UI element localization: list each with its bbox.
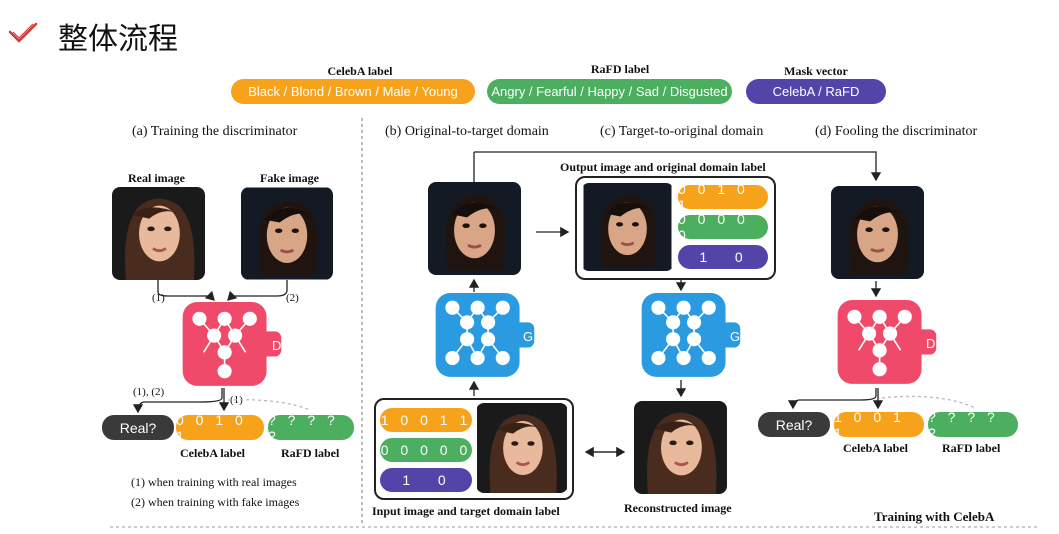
celeba-legend-pill: Black / Blond / Brown / Male / Young [231, 79, 475, 104]
note-fake: (2) when training with fake images [131, 495, 300, 509]
mask-legend-title: Mask vector [784, 64, 848, 78]
mask-legend-pill: CelebA / RaFD [746, 79, 886, 104]
output-frame [575, 176, 776, 280]
rafd-vector-d: ? ? ? ? ? [928, 409, 1018, 441]
checkmark-icon [8, 22, 38, 43]
discriminator-d-label: D [926, 336, 936, 351]
input-frame [374, 398, 574, 500]
input-rafd-vector: 0 0 0 0 0 [380, 438, 472, 462]
arrow-label-2: (2) [286, 292, 299, 304]
rafd-caption-a: RaFD label [281, 446, 340, 460]
page-title: 整体流程 [58, 22, 178, 57]
output-caption: Output image and original domain label [558, 160, 768, 175]
rafd-legend-pill: Angry / Fearful / Happy / Sad / Disguste… [487, 79, 732, 104]
generator-c-label: G [730, 329, 741, 344]
arrow-label-12: (1), (2) [133, 386, 165, 398]
output-mask-vector: 1 0 [678, 245, 768, 269]
generator-b-label: G [523, 329, 534, 344]
note-real: (1) when training with real images [131, 475, 297, 489]
real-question-a: Real? [102, 415, 174, 440]
input-celeba-vector: 1 0 0 1 1 [380, 408, 472, 432]
input-mask-vector: 1 0 [380, 468, 472, 492]
celeba-vector-d: 1 0 0 1 1 [834, 409, 924, 441]
real-image-caption: Real image [128, 171, 185, 185]
rafd-legend-title: RaFD label [590, 62, 650, 76]
input-caption: Input image and target domain label [372, 504, 560, 518]
section-c-title: (c) Target-to-original domain [600, 124, 764, 139]
section-b-title: (b) Original-to-target domain [385, 124, 549, 139]
celeba-caption-d: CelebA label [843, 441, 908, 455]
celeba-vector-a: 0 0 1 0 1 [176, 412, 264, 444]
training-footer: Training with CelebA [874, 509, 995, 524]
fake-image-caption: Fake image [260, 171, 319, 185]
section-a-title: (a) Training the discriminator [132, 124, 298, 139]
section-d-title: (d) Fooling the discriminator [815, 124, 978, 139]
rafd-caption-d: RaFD label [942, 441, 1001, 455]
rafd-vector-a: ? ? ? ? ? [268, 412, 354, 444]
real-question-d: Real? [758, 412, 830, 437]
celeba-legend-title: CelebA label [327, 64, 393, 78]
reconstructed-caption: Reconstructed image [624, 501, 732, 515]
output-celeba-vector: 0 0 1 0 1 [678, 181, 768, 213]
output-rafd-vector: 0 0 0 0 0 [678, 211, 768, 243]
celeba-caption-a: CelebA label [180, 446, 245, 460]
discriminator-a-label: D [272, 338, 282, 353]
